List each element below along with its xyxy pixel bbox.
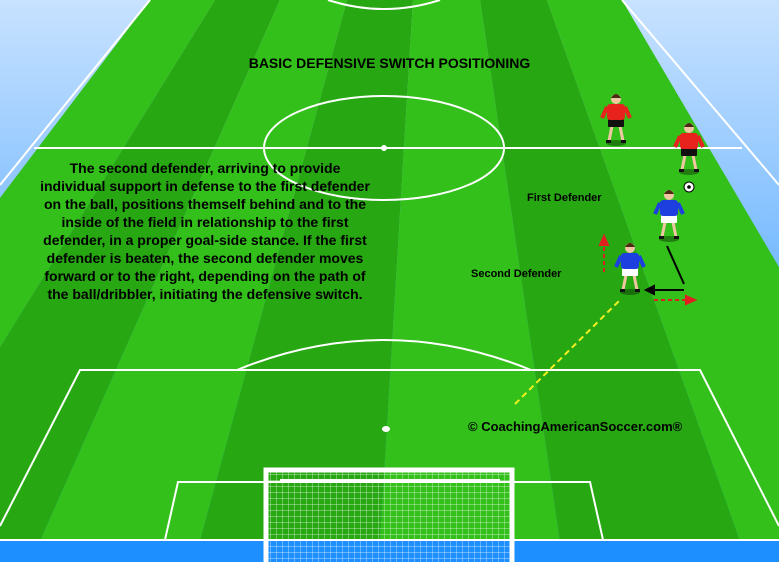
grass-stripe [200, 0, 413, 541]
right-touchline [621, 0, 779, 186]
pass-line [514, 299, 621, 405]
grass-stripe [40, 0, 347, 541]
goal-frame [263, 467, 515, 562]
top-arc [327, 0, 441, 10]
grass-stripe [480, 0, 740, 541]
support-lines [643, 245, 685, 296]
support-arrowhead [643, 284, 655, 296]
penalty-box [0, 369, 779, 527]
first-defender-label: First Defender [527, 192, 602, 204]
grass-surface [0, 0, 779, 541]
second-defender-player [614, 243, 646, 295]
attacker-player [600, 94, 632, 146]
diagram-title: BASIC DEFENSIVE SWITCH POSITIONING [248, 55, 531, 71]
left-touchline [0, 0, 151, 186]
center-circle [263, 95, 505, 201]
grass-stripe [547, 0, 779, 541]
second-defender-label: Second Defender [471, 268, 562, 280]
soccer-ball-icon [683, 181, 695, 193]
goal [263, 467, 515, 562]
penalty-arc [236, 339, 532, 371]
support-diagonal [666, 245, 685, 285]
movement-arrows [598, 233, 698, 306]
right-arrowhead [685, 294, 698, 306]
grass-stripe [380, 0, 560, 541]
dribbler-player [673, 123, 705, 175]
forward-arrowhead [598, 233, 610, 246]
first-defender-player [653, 190, 685, 242]
goal-net [268, 470, 510, 562]
penalty-spot [382, 426, 390, 432]
description-text: The second defender, arriving to provide… [40, 160, 370, 302]
grass-stripe [0, 0, 280, 541]
players-layer [600, 94, 705, 295]
center-spot [381, 145, 387, 151]
grass-stripe [0, 0, 215, 541]
copyright-notice: © CoachingAmericanSoccer.com® [468, 419, 683, 434]
